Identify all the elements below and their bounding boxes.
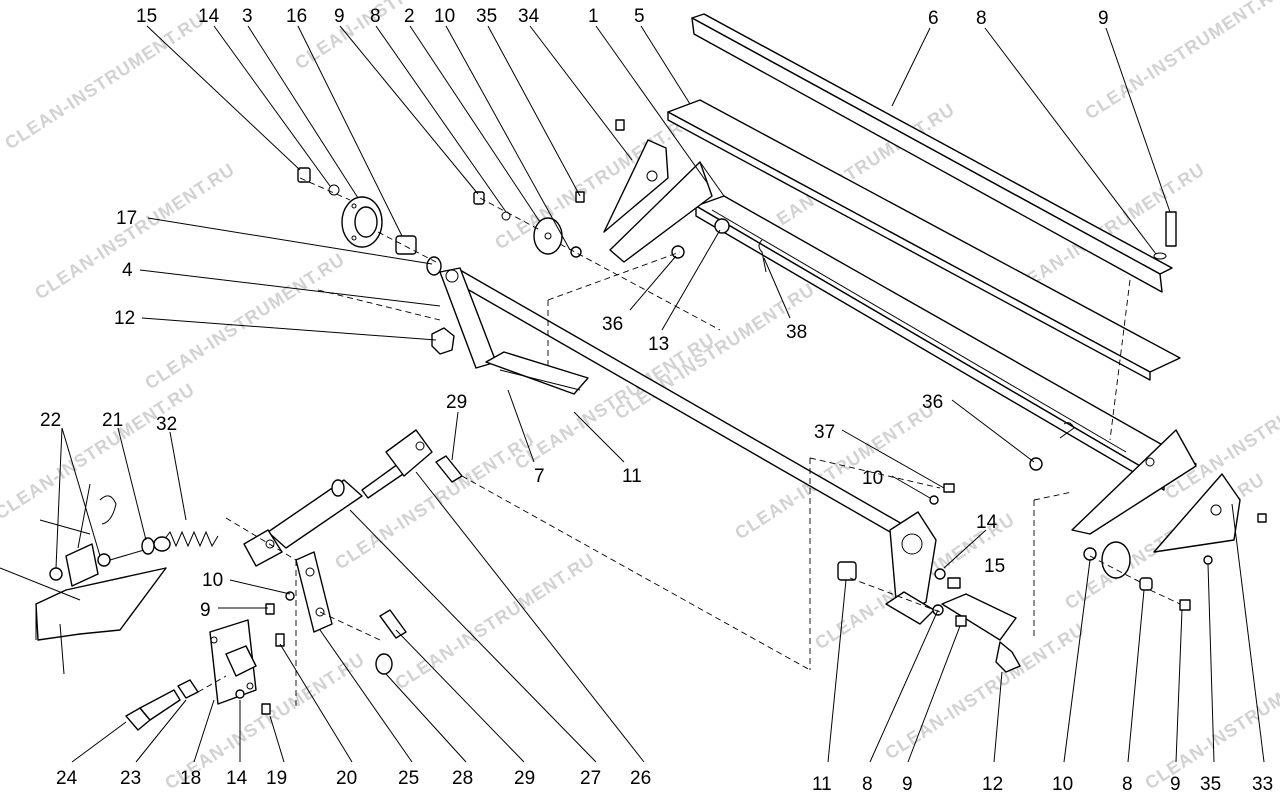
callout-23: 23 [120, 768, 141, 789]
cotter-pins [758, 239, 1075, 439]
callout-13: 13 [648, 334, 669, 355]
callout-26: 26 [630, 768, 651, 789]
callout-20: 20 [336, 768, 357, 789]
left-gusset-plate [603, 139, 669, 233]
callout-14: 14 [226, 768, 248, 789]
callout-21: 21 [102, 410, 123, 431]
callout-9: 9 [200, 600, 211, 621]
assembly-lines [197, 177, 1181, 708]
left-frame-fragment [0, 483, 167, 675]
right-pivot-arm [885, 511, 937, 625]
callout-14: 14 [198, 6, 220, 27]
watermark-6: CLEAN-INSTRUMENT.RU [611, 279, 818, 423]
tension-spring [153, 530, 219, 552]
right-end-bracket [1071, 429, 1197, 535]
callout-32: 32 [156, 414, 177, 435]
callout-6: 6 [928, 8, 939, 29]
left-bolt [125, 679, 199, 731]
callout-10: 10 [862, 468, 883, 489]
callout-18: 18 [180, 768, 201, 789]
callout-16: 16 [286, 6, 307, 27]
callout-7: 7 [534, 466, 545, 487]
callout-8: 8 [862, 774, 873, 795]
right-gusset-plate [1153, 473, 1241, 553]
callout-29: 29 [446, 392, 467, 413]
bushing [395, 235, 417, 255]
callout-29: 29 [514, 768, 535, 789]
callout-14: 14 [976, 512, 998, 533]
callout-33: 33 [1252, 774, 1273, 795]
top-fasteners [297, 119, 1177, 260]
callout-10: 10 [1052, 774, 1073, 795]
flange-bearing [341, 196, 383, 248]
watermark-1: CLEAN-INSTRUMENT.RU [1, 9, 208, 153]
eye-bolt [109, 537, 155, 561]
callout-2: 2 [404, 6, 415, 27]
callout-9: 9 [334, 6, 345, 27]
callout-3: 3 [242, 6, 253, 27]
callout-4: 4 [122, 260, 133, 281]
callout-38: 38 [786, 322, 807, 343]
callout-9: 9 [902, 774, 913, 795]
callout-36: 36 [602, 314, 623, 335]
callout-35: 35 [476, 6, 497, 27]
callout-10: 10 [202, 570, 223, 591]
callout-17: 17 [116, 208, 137, 229]
callout-9: 9 [1170, 774, 1181, 795]
callout-11: 11 [622, 466, 642, 487]
callout-28: 28 [452, 768, 473, 789]
bottom-fasteners [235, 591, 295, 715]
scraper-blade [667, 99, 1181, 381]
callout-34: 34 [518, 6, 540, 27]
callout-5: 5 [634, 6, 645, 27]
left-end-bracket [609, 161, 725, 263]
watermark-14: CLEAN-INSTRUMENT.RU [881, 619, 1088, 763]
callout-8: 8 [370, 6, 381, 27]
callout-15: 15 [984, 556, 1005, 577]
snap-ring [426, 256, 442, 276]
watermark-4: CLEAN-INSTRUMENT.RU [141, 249, 348, 393]
cam-collar [533, 217, 563, 255]
callout-15: 15 [136, 6, 157, 27]
callout-11: 11 [812, 774, 832, 795]
watermark-5: CLEAN-INSTRUMENT.RU [491, 109, 698, 253]
callout-24: 24 [56, 768, 78, 789]
callout-8: 8 [1122, 774, 1133, 795]
gas-strut [243, 429, 433, 567]
callout-9: 9 [1098, 8, 1109, 29]
callout-1: 1 [588, 6, 599, 27]
watermark-2: CLEAN-INSTRUMENT.RU [291, 0, 498, 73]
callout-25: 25 [398, 768, 419, 789]
callout-10: 10 [434, 6, 455, 27]
right-lever-bracket [941, 593, 1021, 673]
main-frame-beam [695, 195, 1197, 491]
callout-35: 35 [1200, 774, 1221, 795]
link-plate [295, 551, 333, 633]
callout-22: 22 [40, 410, 61, 431]
callout-37: 37 [814, 422, 835, 443]
watermark-16: CLEAN-INSTRUMENT.RU [391, 549, 598, 693]
watermark-9: CLEAN-INSTRUMENT.RU [1081, 0, 1280, 123]
right-side-fasteners [837, 457, 1267, 627]
callout-8: 8 [976, 8, 987, 29]
main-shaft [447, 269, 931, 549]
callout-labels: 15 14 3 16 9 8 2 10 35 34 1 5 6 8 9 17 4… [40, 6, 1273, 795]
callout-19: 19 [266, 768, 287, 789]
callout-12: 12 [114, 308, 135, 329]
callout-12: 12 [982, 774, 1003, 795]
watermark-3: CLEAN-INSTRUMENT.RU [31, 159, 238, 303]
angle-rail [691, 13, 1173, 293]
callout-27: 27 [580, 768, 601, 789]
leader-lines [55, 25, 1265, 763]
mounting-bracket [209, 619, 257, 705]
retaining-ring [375, 653, 393, 675]
callout-36: 36 [922, 392, 943, 413]
watermark-18: CLEAN-INSTRUMENT.RU [0, 379, 198, 523]
hex-nut [431, 327, 455, 355]
lever-arm [485, 351, 589, 395]
